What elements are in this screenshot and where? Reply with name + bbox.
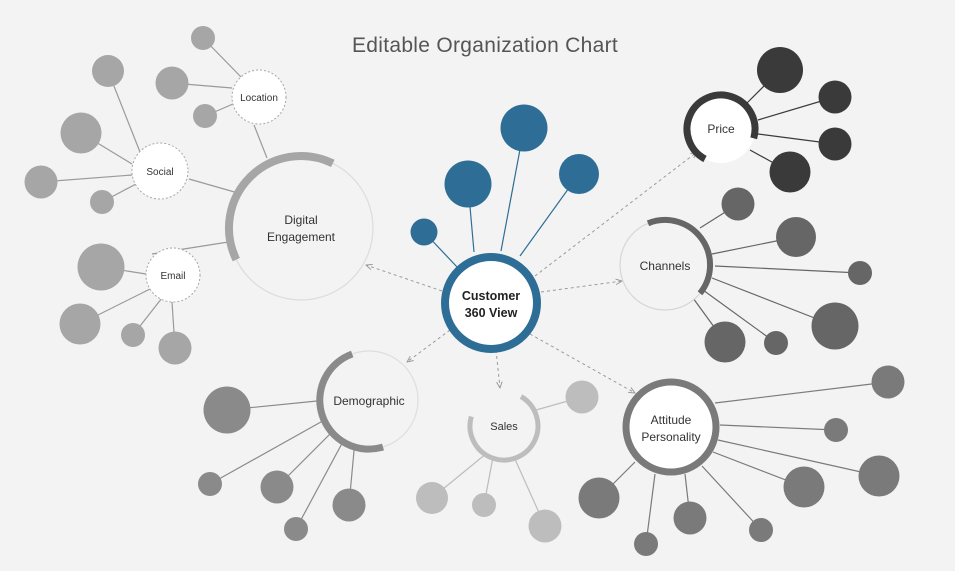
digital-label-line1: Digital xyxy=(284,213,317,227)
demographic-arc xyxy=(316,350,385,453)
gray-node xyxy=(198,472,222,496)
email-node xyxy=(145,247,201,303)
digital-label-line2: Engagement xyxy=(267,230,336,244)
gray-node xyxy=(565,380,599,414)
gray-node xyxy=(90,190,114,214)
attitude-node xyxy=(622,378,720,476)
gray-node xyxy=(60,112,102,154)
center-arrows xyxy=(366,152,697,393)
arrow-to-digital xyxy=(366,265,443,292)
gray-node xyxy=(776,217,816,257)
blue-cluster xyxy=(410,104,599,269)
gray-node xyxy=(721,187,755,221)
channels-arc xyxy=(646,216,714,296)
chart-title: Editable Organization Chart xyxy=(351,34,619,57)
gray-node xyxy=(155,66,189,100)
price-arc xyxy=(683,91,759,163)
location-label: Location xyxy=(240,93,278,104)
sales-label: Sales xyxy=(490,421,518,433)
price-node xyxy=(687,95,755,163)
gray-node xyxy=(59,303,101,345)
gray-node xyxy=(77,243,125,291)
gray-node xyxy=(783,466,825,508)
arrow-to-channels xyxy=(540,281,622,293)
social-node xyxy=(131,142,189,200)
arrow-to-attitude xyxy=(529,333,635,393)
social-label: Social xyxy=(146,167,173,178)
blue-node xyxy=(559,154,599,194)
attitude-label-line1: Attitude xyxy=(651,413,692,427)
blue-node xyxy=(500,104,548,152)
gray-node xyxy=(824,418,848,442)
email-label: Email xyxy=(160,271,185,282)
center-label-line1: Customer xyxy=(462,289,520,303)
attitude-label-line2: Personality xyxy=(641,430,700,444)
gray-node xyxy=(158,331,192,365)
arrow-to-price xyxy=(534,152,697,277)
gray-node xyxy=(528,509,562,543)
price-branch: Price xyxy=(683,47,852,193)
gray-node xyxy=(121,323,145,347)
attitude-branch: Attitude Personality xyxy=(578,365,905,556)
price-label: Price xyxy=(707,122,735,136)
gray-node xyxy=(260,470,294,504)
gray-node xyxy=(472,493,496,517)
gray-node xyxy=(193,104,217,128)
gray-node xyxy=(634,532,658,556)
sales-node xyxy=(470,392,538,460)
channels-branch: Channels xyxy=(619,187,872,363)
digital-engagement-branch: Digital Engagement Social Location Email xyxy=(24,26,374,365)
gray-node xyxy=(332,488,366,522)
dark-node xyxy=(818,127,852,161)
dark-node xyxy=(757,47,803,93)
digital-engagement-arc xyxy=(225,152,335,262)
arrow-to-sales xyxy=(495,349,500,388)
channels-label: Channels xyxy=(640,259,691,273)
gray-node xyxy=(92,55,124,87)
gray-node xyxy=(284,517,308,541)
sales-arc xyxy=(467,394,541,463)
gray-node xyxy=(764,331,788,355)
location-node xyxy=(231,69,287,125)
gray-node xyxy=(811,302,859,350)
gray-node xyxy=(24,165,58,199)
gray-node xyxy=(203,386,251,434)
gray-node xyxy=(871,365,905,399)
gray-node xyxy=(704,321,746,363)
center-label-line2: 360 View xyxy=(465,306,518,320)
blue-node xyxy=(410,218,438,246)
gray-node xyxy=(416,482,448,514)
center-node: Customer 360 View xyxy=(441,253,541,353)
arrow-to-demographic xyxy=(407,329,451,362)
sales-branch: Sales xyxy=(416,380,599,543)
gray-node xyxy=(858,455,900,497)
blue-node xyxy=(444,160,492,208)
dark-node xyxy=(818,80,852,114)
gray-node xyxy=(578,477,620,519)
gray-node xyxy=(673,501,707,535)
gray-node xyxy=(848,261,872,285)
demographic-branch: Demographic xyxy=(198,350,419,541)
dark-node xyxy=(769,151,811,193)
gray-node xyxy=(749,518,773,542)
gray-node xyxy=(191,26,215,50)
demographic-label: Demographic xyxy=(333,394,404,408)
